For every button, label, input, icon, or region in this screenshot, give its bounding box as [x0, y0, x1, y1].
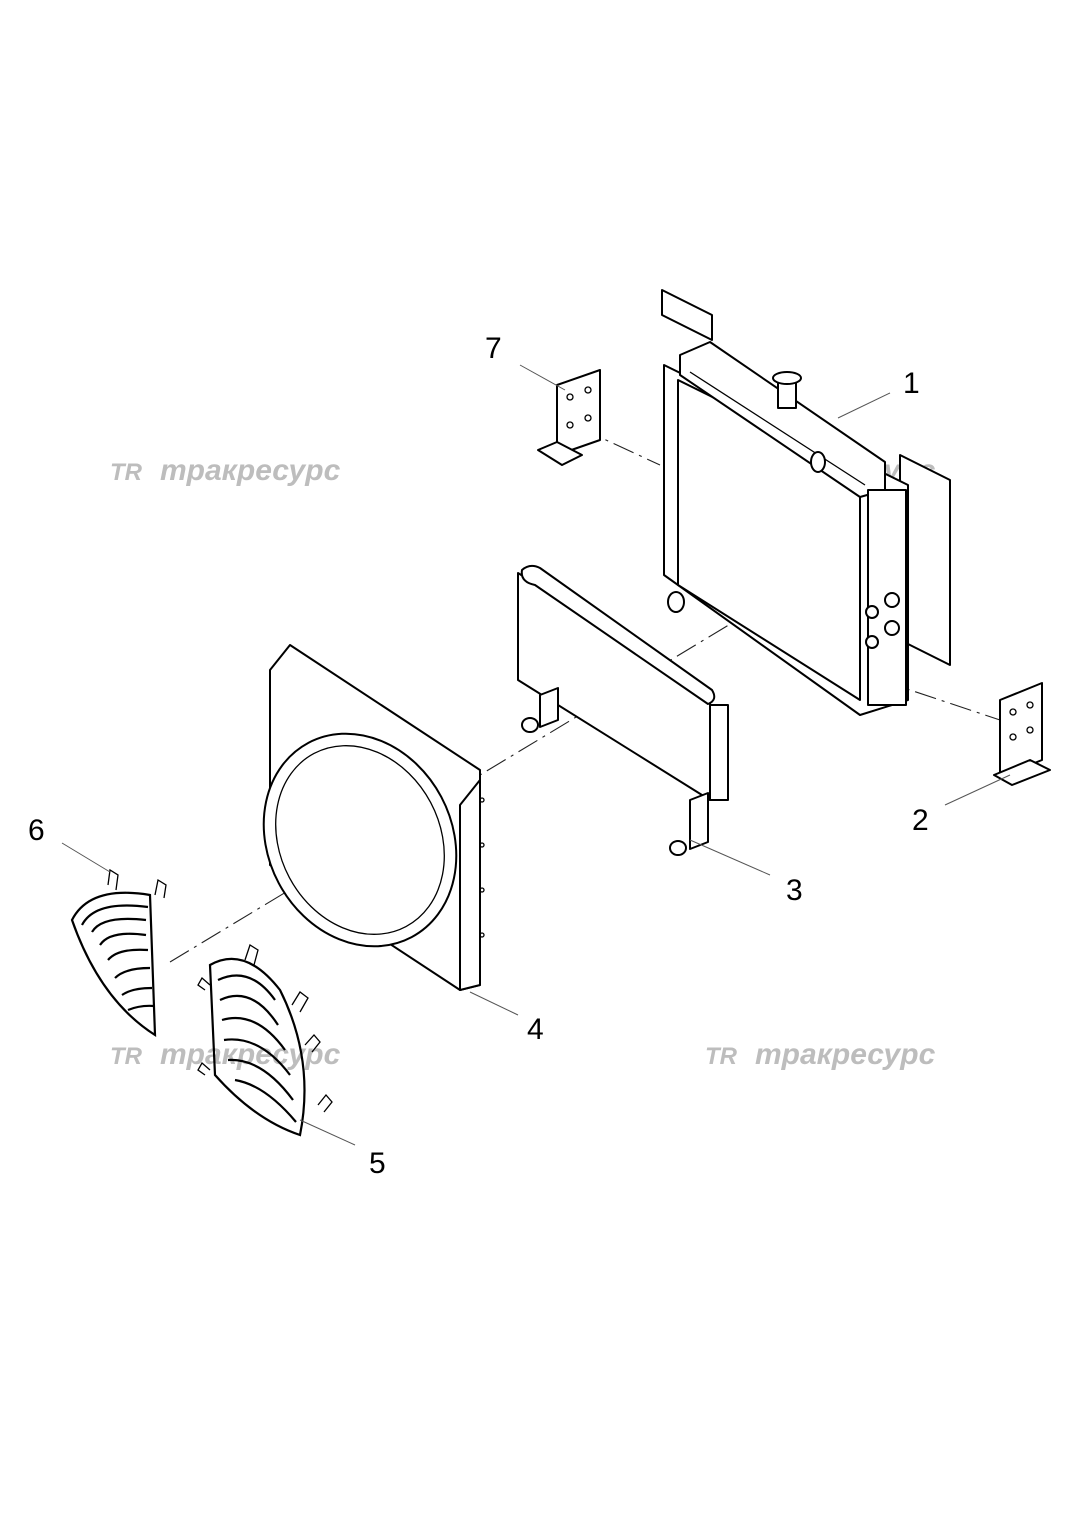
- guard-tab: [317, 1093, 333, 1113]
- guard-wire: [127, 1004, 155, 1012]
- bracket-hole: [1009, 733, 1017, 741]
- shroud-flange: [459, 779, 481, 991]
- fan-guard-half-left: [70, 868, 167, 1038]
- shroud-ring-inner: [275, 745, 445, 935]
- radiator-lower-outlet: [667, 591, 685, 613]
- leader-3: [689, 839, 771, 876]
- leader-5: [299, 1119, 356, 1146]
- bracket-hole: [584, 414, 592, 422]
- bracket-hole: [1026, 726, 1034, 734]
- watermark-logo: TR: [705, 1043, 738, 1070]
- guard-wire: [223, 1038, 291, 1076]
- shroud-bolt-hole: [479, 887, 485, 893]
- guard-wire: [91, 917, 147, 933]
- shroud-bolt-hole: [479, 797, 485, 803]
- bracket-plate: [556, 369, 601, 456]
- cooler-side-tank: [709, 704, 729, 801]
- watermark-bottom-right: TR тракресурс: [705, 1038, 936, 1071]
- guard-tab: [244, 944, 259, 966]
- callout-6: 6: [28, 814, 45, 847]
- bracket-hole: [566, 393, 574, 401]
- shroud-ring-outer: [262, 732, 458, 948]
- oil-cooler: [517, 564, 729, 856]
- radiator-port: [884, 592, 900, 608]
- mounting-bracket-left: [537, 369, 601, 466]
- guard-wire: [227, 1058, 294, 1101]
- leader-7: [519, 364, 566, 391]
- bracket-hole: [566, 421, 574, 429]
- watermark-logo: TR: [110, 1043, 143, 1070]
- guard-tab: [107, 868, 119, 891]
- callout-1: 1: [903, 367, 920, 400]
- bracket-hole: [584, 386, 592, 394]
- guard-tab: [197, 976, 211, 991]
- guard-outer-rim: [208, 957, 306, 1137]
- radiator-port: [865, 635, 879, 649]
- guard-tab: [304, 1034, 321, 1053]
- radiator: [661, 289, 951, 716]
- guard-wire: [217, 974, 276, 1001]
- cooler-top-tank: [520, 564, 716, 705]
- radiator-port: [884, 620, 900, 636]
- bracket-plate: [999, 682, 1043, 778]
- guard-wire: [81, 904, 149, 926]
- radiator-tank-seam: [689, 371, 866, 486]
- guard-wire: [219, 994, 279, 1026]
- watermark-text: тракресурс: [160, 454, 341, 487]
- guard-tab: [197, 1061, 211, 1076]
- leader-6: [61, 842, 111, 873]
- cooler-inlet-fitting: [669, 840, 687, 856]
- guard-tab: [291, 991, 309, 1013]
- bracket-foot: [537, 441, 583, 466]
- cooler-outlet-pipe: [539, 687, 559, 728]
- fan-guard-half-right: [197, 944, 333, 1137]
- callout-4: 4: [527, 1013, 544, 1046]
- guard-outer-rim: [70, 891, 157, 1038]
- bracket-hole: [1026, 701, 1034, 709]
- leader-4: [469, 991, 519, 1016]
- guard-wire: [107, 948, 149, 961]
- watermark-logo: TR: [110, 459, 143, 486]
- cooler-inlet-pipe: [689, 792, 709, 850]
- guard-wire: [114, 966, 151, 979]
- radiator-upper-port: [810, 451, 826, 473]
- main-axis: [169, 584, 796, 963]
- guard-tab: [154, 878, 167, 899]
- leader-lines: [61, 364, 1011, 1146]
- bracket-foot: [993, 759, 1051, 786]
- watermark-text: тракресурс: [755, 1038, 936, 1071]
- radiator-port: [865, 605, 879, 619]
- guard-wire: [234, 1078, 297, 1123]
- callouts: 1 2 3 4 5 6 7: [28, 332, 929, 1180]
- shroud-bolt-hole: [479, 842, 485, 848]
- radiator-side-panel-top: [661, 289, 713, 341]
- callout-5: 5: [369, 1147, 386, 1180]
- guard-wire: [221, 1016, 286, 1051]
- leader-2: [944, 774, 1011, 806]
- callout-2: 2: [912, 804, 929, 837]
- leader-1: [837, 392, 891, 419]
- watermark-top-left: TR тракресурс: [110, 454, 341, 487]
- callout-3: 3: [786, 874, 803, 907]
- cooler-outlet-fitting: [521, 717, 539, 733]
- mounting-bracket-right: [993, 682, 1051, 786]
- shroud-bolt-hole: [479, 932, 485, 938]
- radiator-filler-cap: [772, 371, 802, 385]
- guard-wire: [99, 932, 147, 946]
- bracket-hole: [1009, 708, 1017, 716]
- callout-7: 7: [485, 332, 502, 365]
- fan-shroud: [262, 644, 485, 991]
- guard-wire: [121, 986, 153, 996]
